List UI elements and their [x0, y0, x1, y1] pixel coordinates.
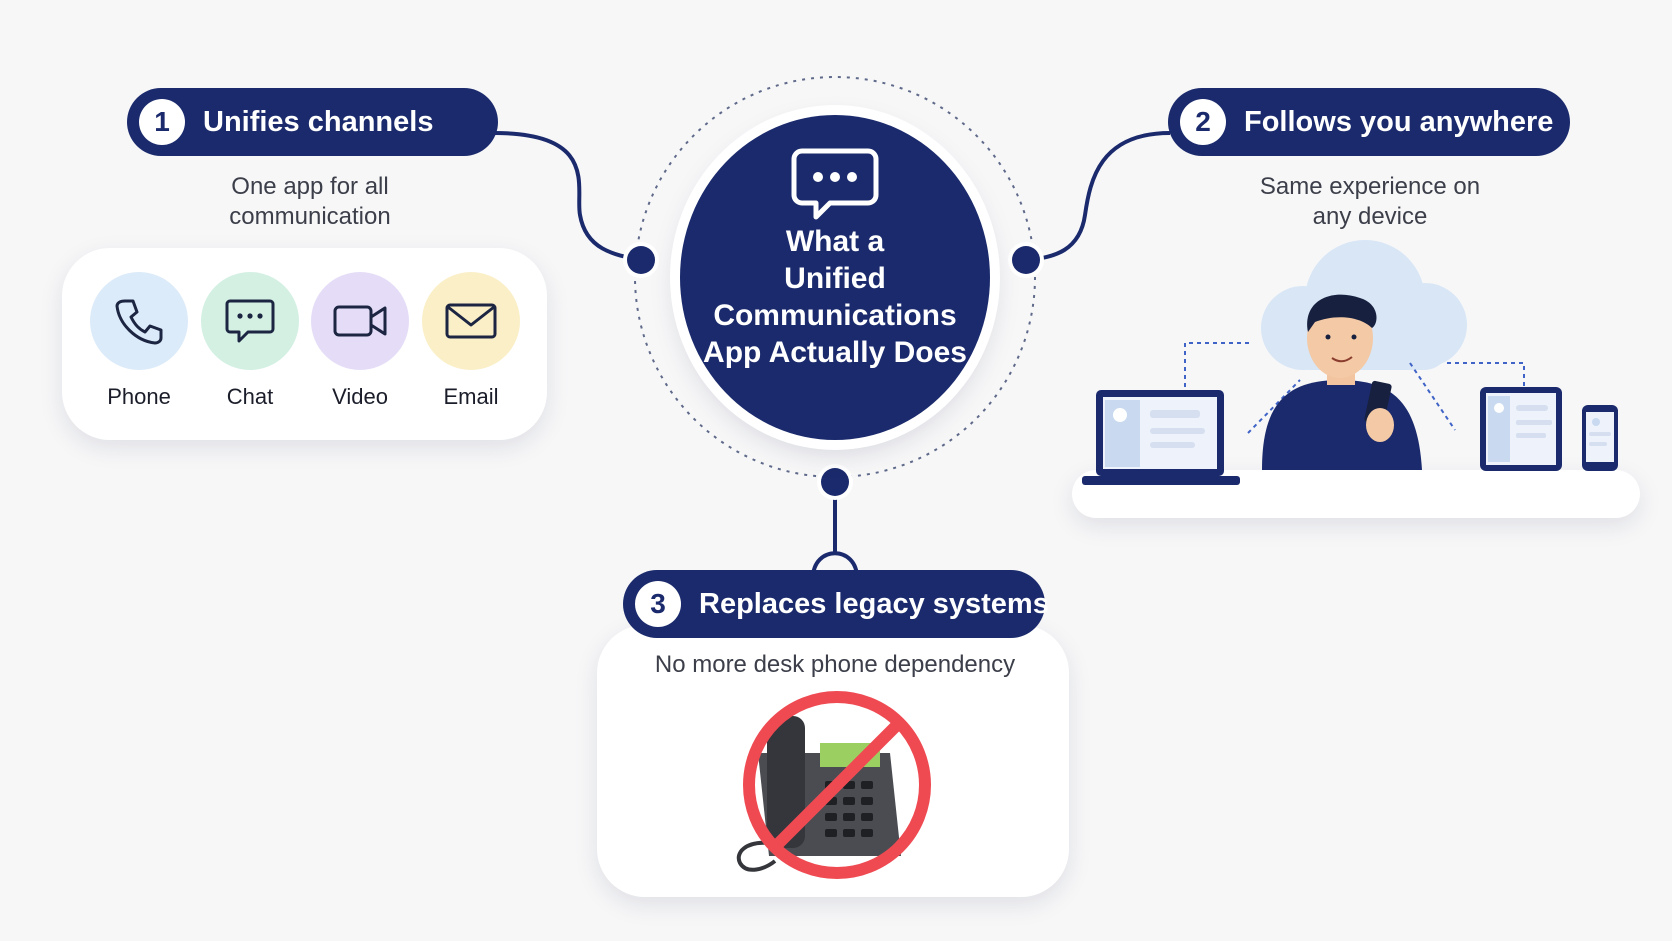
- channel-label: Phone: [107, 384, 171, 409]
- devices-illustration: [1082, 240, 1618, 485]
- feature-caption: One app for all communication: [229, 173, 391, 230]
- channel-email: Email: [421, 272, 521, 410]
- phone-icon: [115, 299, 163, 345]
- feature-title: Replaces legacy systems: [699, 587, 1049, 620]
- channel-label: Video: [332, 384, 388, 409]
- feature-number: 3: [635, 581, 681, 627]
- smartphone-icon: [1582, 405, 1618, 471]
- feature-pill-unifies-channels: 1 Unifies channels: [127, 88, 498, 156]
- feature-title: Follows you anywhere: [1244, 105, 1554, 138]
- feature-caption: No more desk phone dependency: [654, 651, 1016, 678]
- email-icon: [445, 303, 497, 339]
- link-unifies-channels: [494, 131, 642, 262]
- chat-bubble-icon: [791, 148, 879, 220]
- feature-pill-follows-anywhere: 2 Follows you anywhere: [1168, 88, 1570, 156]
- channel-label: Chat: [226, 384, 274, 409]
- channel-email-circle: [422, 272, 520, 370]
- no-desk-phone-icon: [736, 691, 931, 879]
- connector-dot-right: [1012, 246, 1040, 274]
- link-cap-replaces: [811, 551, 859, 579]
- tablet-icon: [1480, 387, 1562, 471]
- feature-pill-replaces-legacy: 3 Replaces legacy systems: [623, 570, 1049, 638]
- channel-chat: Chat: [200, 272, 300, 410]
- channel-video-circle: [311, 272, 409, 370]
- channel-phone-circle: [90, 272, 188, 370]
- channel-phone: Phone: [89, 272, 189, 410]
- connector-dot-bottom: [821, 468, 849, 496]
- feature-title: Unifies channels: [203, 105, 434, 138]
- laptop-icon: [1082, 390, 1240, 485]
- video-icon: [333, 305, 387, 337]
- feature-number: 2: [1180, 99, 1226, 145]
- channel-video: Video: [310, 272, 410, 410]
- feature-caption: Same experience on any device: [1259, 173, 1481, 230]
- prohibited-icon: [743, 691, 931, 879]
- link-follows-anywhere: [1025, 131, 1171, 262]
- hub-title: What a Unified Communications App Actual…: [703, 225, 967, 369]
- person-icon: [1262, 294, 1422, 470]
- feature-number: 1: [139, 99, 185, 145]
- hub-circle: What a Unified Communications App Actual…: [680, 115, 990, 440]
- chat-icon: [225, 299, 275, 343]
- channel-label: Email: [443, 384, 499, 409]
- hub-orbit: [634, 76, 1036, 478]
- connector-dot-left: [627, 246, 655, 274]
- channel-chat-circle: [201, 272, 299, 370]
